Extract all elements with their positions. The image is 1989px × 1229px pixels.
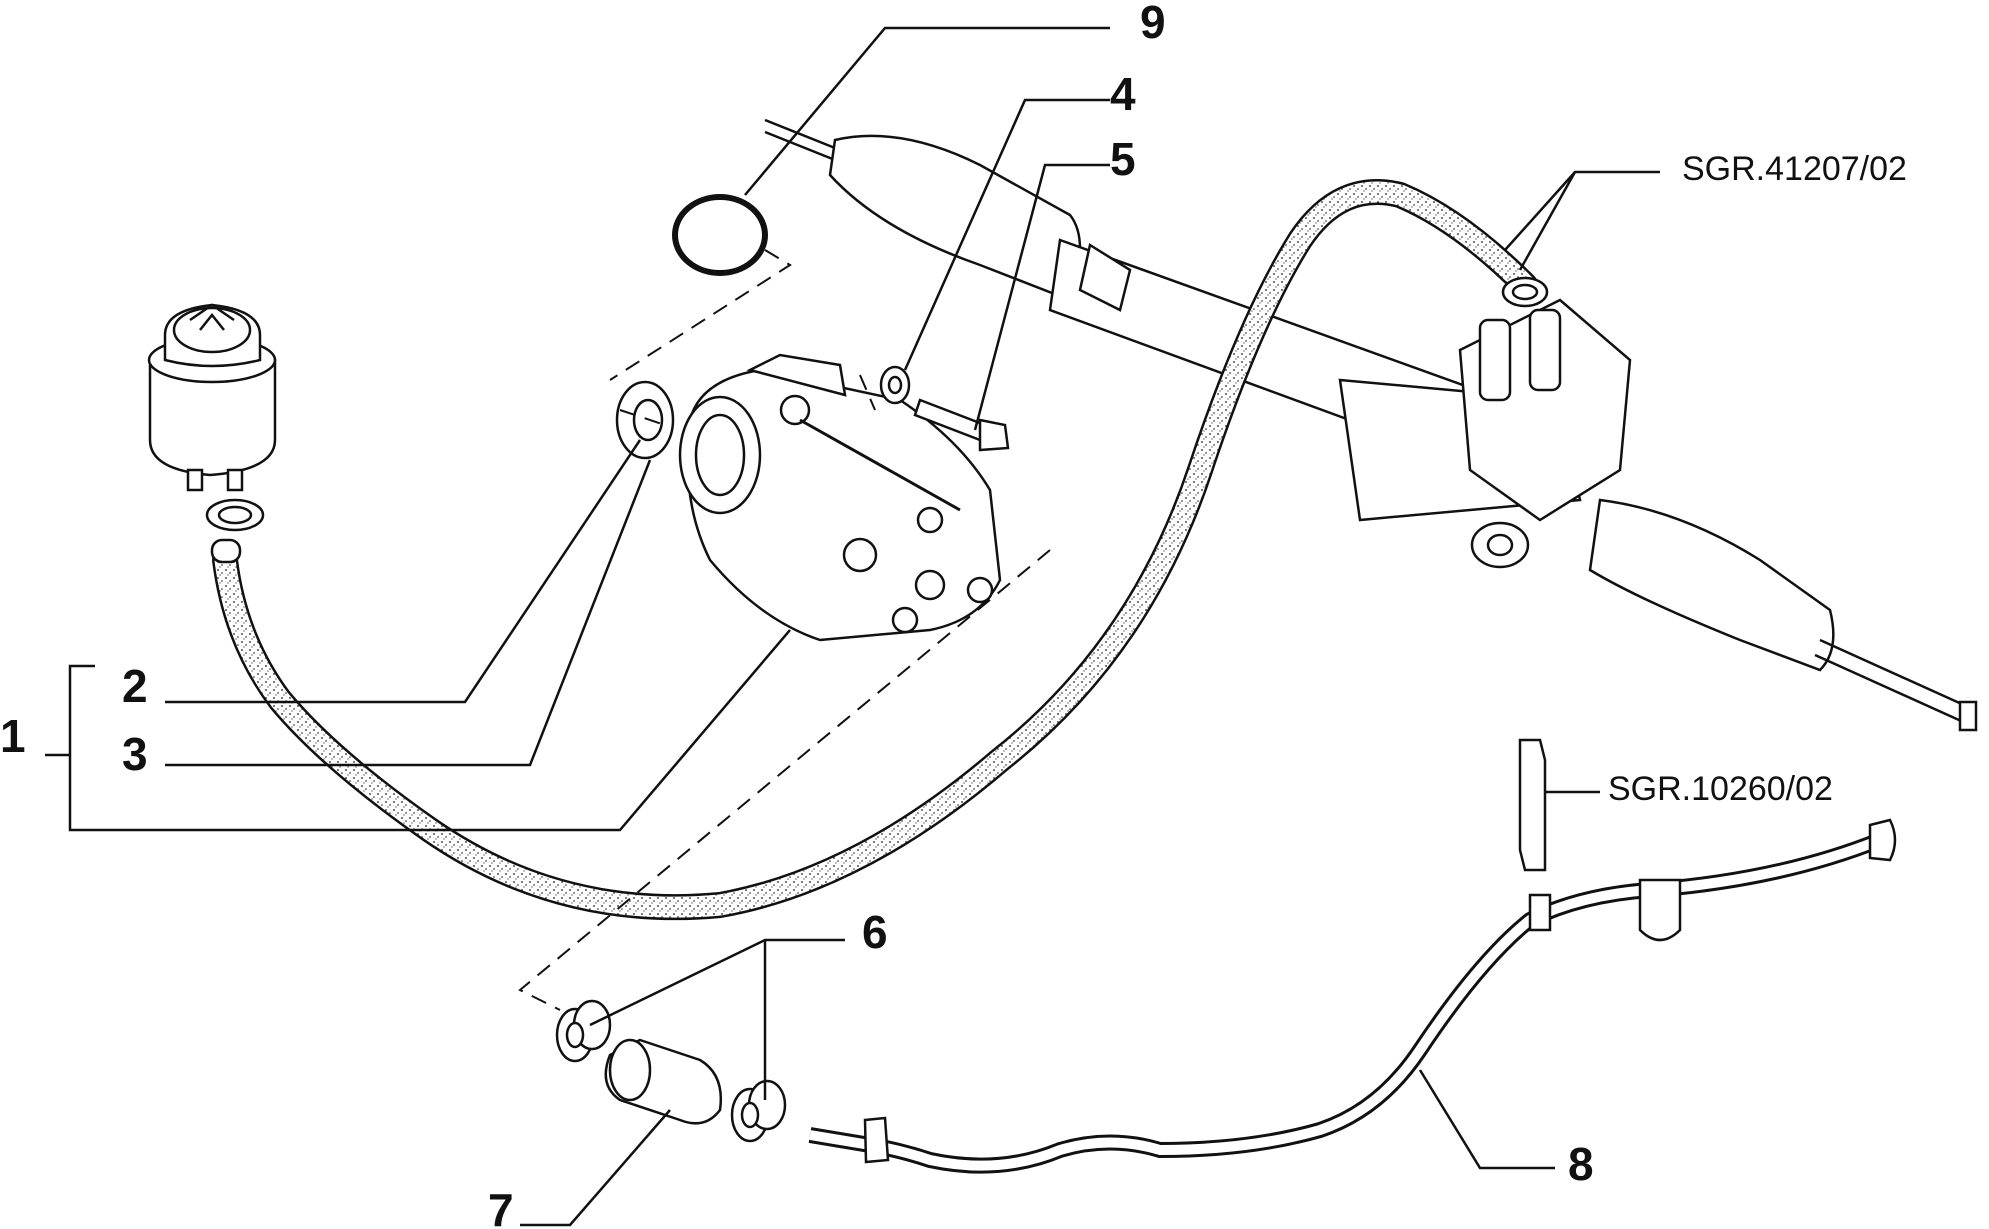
- fluid-reservoir: [147, 303, 277, 564]
- callout-3: 3: [122, 728, 148, 780]
- reference-block-10260: [1518, 738, 1547, 872]
- callout-5: 5: [1110, 133, 1136, 185]
- callout-6: 6: [862, 906, 888, 958]
- callout-8: 8: [1568, 1138, 1594, 1190]
- bolt: [913, 398, 1010, 452]
- washer: [879, 365, 911, 405]
- snap-ring: [672, 194, 768, 276]
- pipe-clamp-2: [730, 1079, 787, 1143]
- steering-rack-assembly: [764, 118, 1978, 732]
- return-pipe: [808, 818, 1897, 1174]
- assembly-line-pump-pipe: [518, 549, 1051, 1011]
- callout-7: 7: [488, 1184, 514, 1229]
- callout-4: 4: [1110, 68, 1136, 120]
- pipe-clamp-1: [555, 999, 612, 1063]
- leader-lines: [45, 26, 1660, 1227]
- assembly-line-seal: [619, 374, 876, 426]
- power-steering-pump: [678, 353, 1002, 642]
- assembly-line-ring: [609, 249, 792, 381]
- pump-seal: [615, 380, 675, 460]
- callout-2: 2: [122, 660, 148, 712]
- hose-sleeve: [604, 1038, 723, 1125]
- reference-pipe-label: SGR.10260/02: [1608, 770, 1833, 808]
- callout-1: 1: [0, 710, 26, 762]
- reference-rack-label: SGR.41207/02: [1682, 150, 1907, 188]
- hose-clamp-rack: [1501, 276, 1549, 308]
- callout-9: 9: [1140, 0, 1166, 48]
